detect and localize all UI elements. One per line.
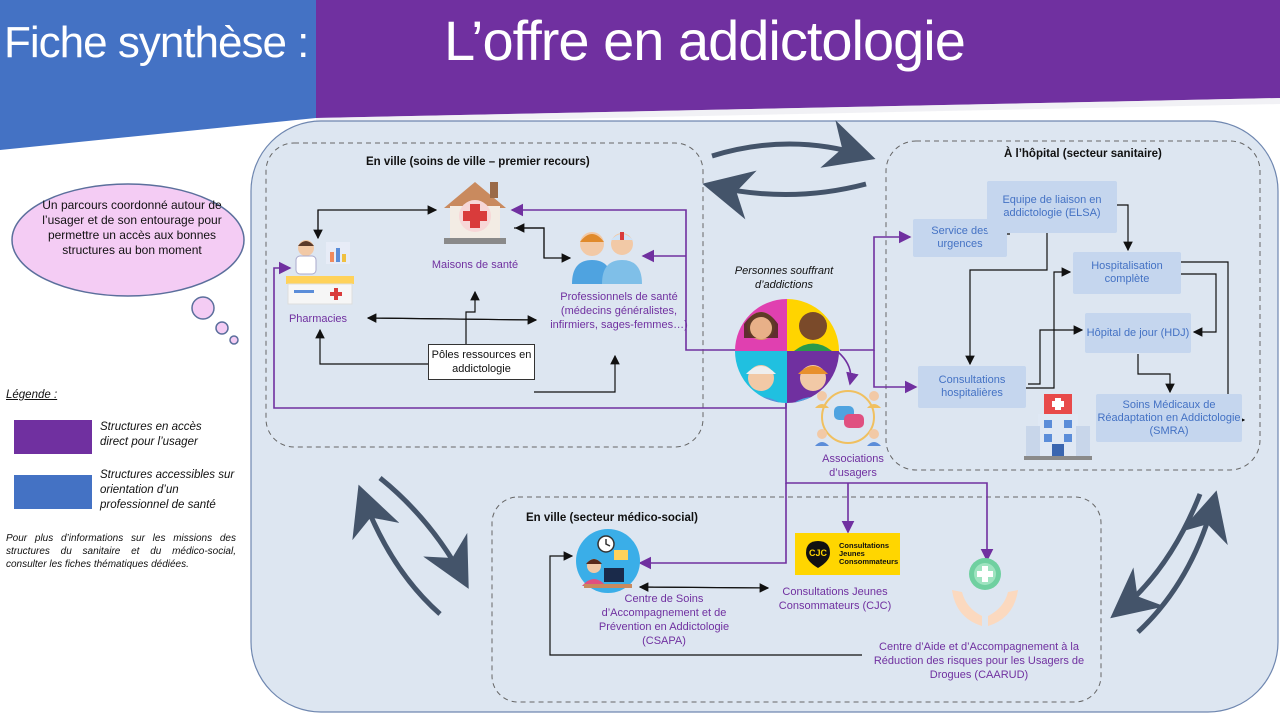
purple-to-maisons <box>510 203 736 351</box>
medico-section <box>491 496 1102 703</box>
cjc-logo: CJC Consultations Jeunes Consommateurs <box>795 533 900 575</box>
cjc-label: Consultations Jeunes Consommateurs (CJC) <box>778 586 892 612</box>
header-left-title: Fiche synthèse : <box>4 18 309 67</box>
purple-to-urgences <box>840 230 912 351</box>
cloud-text: Un parcours coordonné autour de l’usager… <box>42 198 222 257</box>
associations-label: Associations d’usagers <box>822 453 884 479</box>
purple-to-associations <box>837 351 859 386</box>
house-medical-icon <box>444 182 506 244</box>
medico-section-title: En ville (secteur médico-social) <box>526 512 698 524</box>
link-hdj-smra <box>1137 354 1175 394</box>
legend-title: Légende : <box>6 389 58 401</box>
smra-box: Soins Médicaux de Réadaptation en Addict… <box>1096 394 1242 442</box>
link-poles-pros <box>534 354 620 393</box>
cloud-shape <box>11 183 245 345</box>
legend-swatch-direct <box>14 420 92 454</box>
link-caarud-csapa <box>549 551 862 656</box>
legend-direct-label: Structures en accès direct pour l’usager <box>100 421 202 448</box>
health-professionals-icon <box>572 232 642 284</box>
csapa-icon <box>576 529 640 593</box>
link-consult-hdj <box>1028 325 1084 385</box>
ville-section <box>265 142 704 448</box>
hopital-section-title: À l’hôpital (secteur sanitaire) <box>1004 148 1162 160</box>
purple-to-consultations <box>873 350 918 394</box>
link-hospit-hdj <box>1180 273 1217 337</box>
legend-swatch-orientation <box>14 475 92 509</box>
curved-arrow-right-up <box>1136 490 1228 634</box>
cjc-logo-text: Consultations Jeunes Consommateurs <box>839 541 899 566</box>
hospital-building-icon <box>1024 394 1092 460</box>
link-poles-pharmacies <box>315 328 428 365</box>
maisons-label: Maisons de santé <box>431 259 519 271</box>
personnes-label: Personnes souffrant d’addictions <box>734 265 834 291</box>
legend-orientation-label: Structures accessibles sur orientation d… <box>100 469 235 511</box>
caarud-hands-icon <box>952 558 1018 626</box>
elsa-box: Equipe de liaison en addictologie (ELSA) <box>987 181 1117 233</box>
page-title: L’offre en addictologie <box>444 9 966 72</box>
poles-ressources-box: Pôles ressources en addictologie <box>428 344 535 380</box>
professionnels-label: Professionnels de santé (médecins généra… <box>550 291 688 331</box>
csapa-label: Centre de Soins d’Accompagnement et de P… <box>598 593 730 647</box>
pharmacies-label: Pharmacies <box>288 313 348 325</box>
header-purple-banner <box>316 0 1280 118</box>
link-poles-maisons <box>465 290 480 344</box>
hospitalisation-box: Hospitalisation complète <box>1073 252 1181 294</box>
ville-section-title: En ville (soins de ville – premier recou… <box>366 156 590 168</box>
consultations-box: Consultations hospitalières <box>918 366 1026 408</box>
pharmacist-icon <box>286 240 354 305</box>
header-blue-banner <box>0 0 316 150</box>
header-grey-strip <box>316 98 1280 124</box>
link-elsa-hospit <box>1117 204 1133 252</box>
cjc-pin-icon: CJC <box>806 541 830 568</box>
people-group-icon <box>735 299 839 403</box>
curved-arrow-top-left <box>702 170 867 220</box>
cjc-logo-letters: CJC <box>809 548 828 558</box>
curved-arrow-left-up <box>352 484 442 616</box>
info-note: Pour plus d’informations sur les mission… <box>6 533 236 570</box>
caarud-label: Centre d’Aide et d’Accompagnement à la R… <box>873 641 1085 681</box>
purple-to-csapa <box>638 483 787 570</box>
purple-down-trunk <box>785 398 994 562</box>
curved-arrow-top-right <box>711 120 876 168</box>
associations-icon <box>815 390 881 446</box>
link-elsa-consult <box>965 232 1048 366</box>
hdj-box: Hôpital de jour (HDJ) <box>1085 313 1191 353</box>
